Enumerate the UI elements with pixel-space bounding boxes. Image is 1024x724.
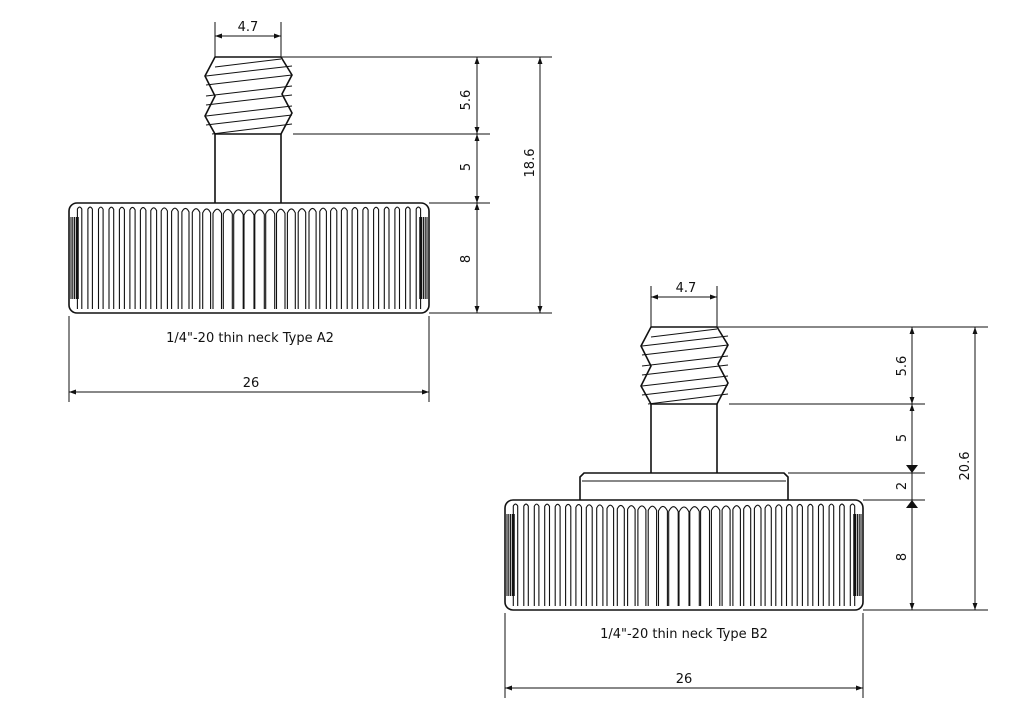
type-a2-drawing: 4.7 5.6 5 8 18.6 26 1/4"-20 thin neck Ty… <box>68 20 552 402</box>
type-a2-knob-dia-label: 26 <box>243 376 260 391</box>
type-b2-knob <box>504 499 864 611</box>
type-a2-knob-h-label: 8 <box>459 255 474 263</box>
type-a2-caption: 1/4"-20 thin neck Type A2 <box>166 331 334 346</box>
type-a2-knob <box>68 202 430 314</box>
type-a2-thread-dia-label: 4.7 <box>238 20 259 35</box>
type-b2-knob-dia-label: 26 <box>676 672 693 687</box>
type-a2-thread <box>204 56 293 135</box>
type-a2-dimensions: 4.7 5.6 5 8 18.6 26 <box>68 20 552 402</box>
type-b2-thread-helix <box>641 328 729 405</box>
type-b2-overall-h-label: 20.6 <box>958 452 973 481</box>
type-b2-thread <box>640 326 729 405</box>
type-b2-caption: 1/4"-20 thin neck Type B2 <box>600 627 768 642</box>
type-b2-thread-dia-label: 4.7 <box>676 281 697 296</box>
type-b2-neck-len-label: 5 <box>895 434 910 442</box>
type-b2-collar <box>579 472 789 500</box>
type-b2-dimensions: 4.7 5.6 5 2 8 20.6 26 <box>504 281 988 698</box>
type-b2-collar-h-label: 2 <box>895 482 910 490</box>
type-b2-drawing: 4.7 5.6 5 2 8 20.6 26 1/4"-20 thin neck … <box>504 281 988 698</box>
type-b2-screw <box>504 326 864 611</box>
type-a2-neck-len-label: 5 <box>459 163 474 171</box>
type-b2-thread-len-label: 5.6 <box>895 356 910 377</box>
type-b2-knurl <box>506 503 862 606</box>
type-a2-screw <box>68 56 430 314</box>
type-a2-thread-len-label: 5.6 <box>459 90 474 111</box>
type-a2-knurl <box>70 206 428 309</box>
type-a2-overall-h-label: 18.6 <box>523 149 538 178</box>
type-b2-knob-h-label: 8 <box>895 553 910 561</box>
type-a2-thread-helix <box>205 58 293 135</box>
